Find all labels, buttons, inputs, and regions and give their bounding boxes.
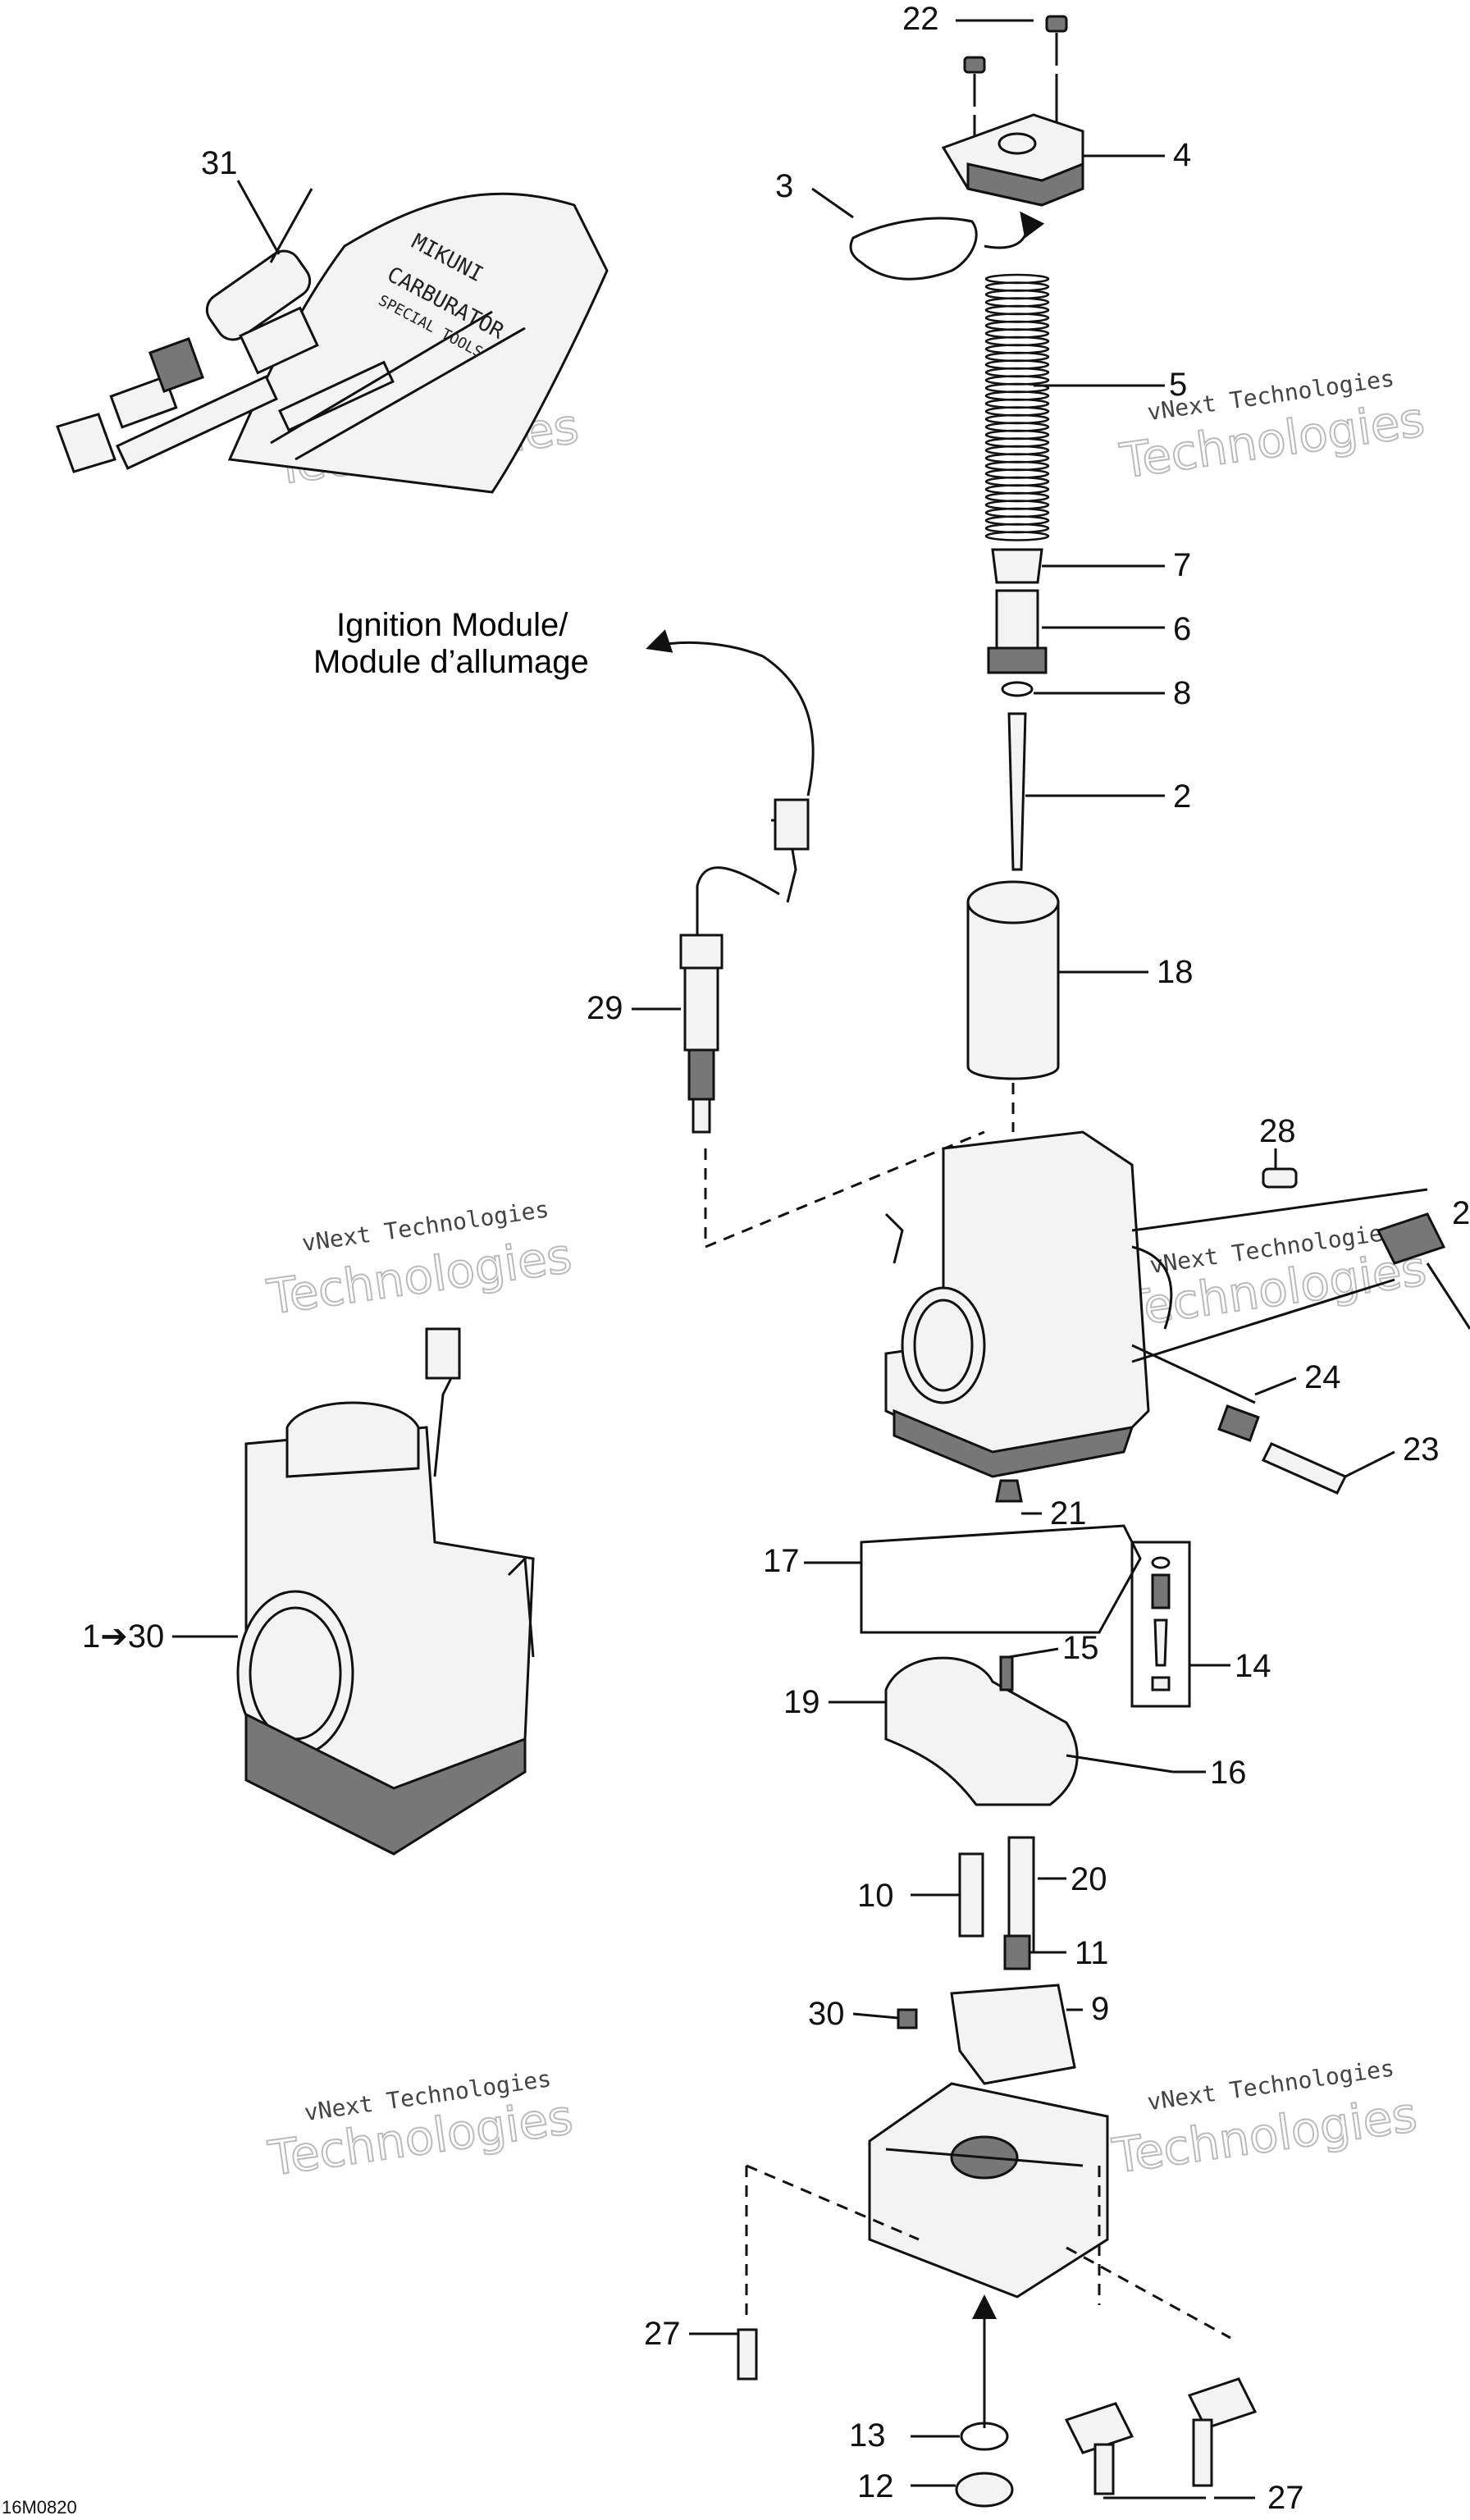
idle-speed-screw xyxy=(1261,1442,1348,1495)
callout-10: 10 xyxy=(857,1878,894,1914)
assembled-carburetor xyxy=(236,1327,535,1856)
bowl-brackets xyxy=(1064,2377,1258,2499)
callout-4: 4 xyxy=(1173,137,1191,173)
needle-jet xyxy=(1007,1836,1035,1954)
callout-15: 15 xyxy=(1062,1630,1099,1666)
callout-22: 22 xyxy=(902,1,939,37)
callout-3: 3 xyxy=(775,168,793,204)
needle-clip xyxy=(1001,681,1034,697)
callout-7: 7 xyxy=(1173,547,1191,583)
callout-14: 14 xyxy=(1235,1648,1271,1684)
drain-o-ring xyxy=(960,2422,1009,2451)
carburetor-body xyxy=(884,1130,1173,1478)
needle-valve-kit xyxy=(1130,1541,1191,1708)
throttle-valve-spring xyxy=(984,273,1050,541)
callout-6: 6 xyxy=(1173,611,1191,647)
callout-12: 12 xyxy=(857,2468,894,2504)
ignition-note-line2: Module d’allumage xyxy=(313,644,589,680)
float-bowl xyxy=(868,2082,1109,2299)
callout-leader-lines xyxy=(172,19,1395,2499)
drain-plug-bottom xyxy=(955,2472,1014,2508)
watermark-top-right: vNext Technologies Technologies xyxy=(1116,364,1428,490)
spring-seat xyxy=(991,548,1043,584)
callout-19: 19 xyxy=(783,1684,820,1720)
pilot-jet xyxy=(958,1852,984,1938)
callout-18: 18 xyxy=(1157,954,1194,990)
float-assembly xyxy=(884,1655,1174,1806)
callout-9: 9 xyxy=(1091,1991,1109,2027)
carburetor-top-cap xyxy=(941,113,1084,207)
needle-holder xyxy=(987,589,1048,674)
jet-needle xyxy=(1007,712,1027,871)
air-screw-assembly xyxy=(1376,1212,1470,1330)
spring-coil xyxy=(984,531,1050,541)
watermark-bottom-left: vNext Technologies Technologies xyxy=(264,2065,577,2187)
idle-air-screw xyxy=(1262,1167,1298,1189)
callout-20: 20 xyxy=(1071,1861,1107,1897)
throttle-position-sensor xyxy=(646,629,815,1134)
callout-21: 21 xyxy=(1050,1495,1087,1532)
callout-30: 30 xyxy=(808,1996,845,2032)
watermark-bottom-right: vNext Technologies Technologies xyxy=(1108,2054,1421,2184)
callout-23: 23 xyxy=(1403,1431,1440,1468)
main-jet xyxy=(1003,1934,1031,1970)
idle-speed-spring xyxy=(1217,1404,1260,1442)
callout-17: 17 xyxy=(763,1543,800,1579)
figure-code: 16M0820 xyxy=(2,2497,77,2518)
cap-screws xyxy=(963,15,1068,156)
throttle-valve xyxy=(966,880,1060,1080)
callout-24: 24 xyxy=(1304,1359,1341,1395)
callout-5: 5 xyxy=(1169,367,1187,403)
callout-27-right: 27 xyxy=(1267,2480,1304,2516)
drain-plug xyxy=(897,2008,918,2029)
callout-1-30: 1➔30 xyxy=(82,1618,164,1655)
main-jet-plug xyxy=(995,1479,1023,1503)
callout-11: 11 xyxy=(1075,1935,1109,1971)
callout-16: 16 xyxy=(1210,1755,1247,1791)
callout-31: 31 xyxy=(201,145,238,181)
callout-26: 26 xyxy=(1452,1195,1470,1231)
float-bowl-baffle xyxy=(950,1984,1076,2085)
top-cap-gasket xyxy=(849,217,978,281)
callout-27-left: 27 xyxy=(644,2316,681,2352)
ignition-note-line1: Ignition Module/ xyxy=(336,607,568,643)
callout-13: 13 xyxy=(849,2417,886,2454)
special-tools-kit: MIKUNI CARBURATOR SPECIAL TOOLS xyxy=(56,188,609,494)
callout-29: 29 xyxy=(587,990,623,1026)
callout-8: 8 xyxy=(1173,675,1191,711)
watermark-mid-left: vNext Technologies Technologies xyxy=(262,1195,575,1326)
callout-28: 28 xyxy=(1259,1113,1296,1149)
float-bowl-gasket xyxy=(860,1524,1142,1634)
bowl-screw-left xyxy=(737,2328,758,2381)
callout-2: 2 xyxy=(1173,778,1191,815)
